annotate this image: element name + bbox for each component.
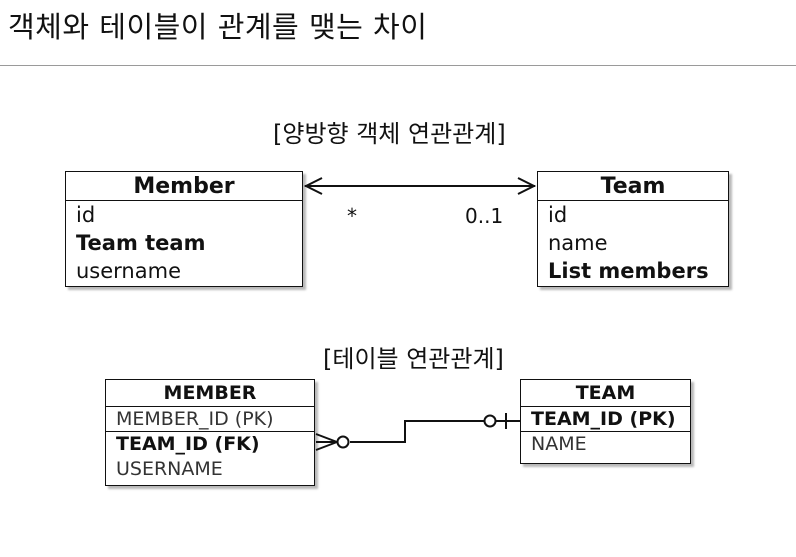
team-column-name: NAME (531, 433, 587, 455)
title-divider (0, 65, 796, 66)
member-class-name: Member (66, 172, 302, 201)
team-field-id: id (548, 203, 568, 227)
team-table-name: TEAM (521, 380, 690, 407)
zero-circle-icon (336, 435, 350, 449)
member-table-name: MEMBER (106, 380, 314, 407)
bidirectional-association-arrow (303, 177, 537, 195)
page-title: 객체와 테이블이 관계를 맺는 차이 (8, 10, 428, 44)
team-field-members: List members (548, 259, 709, 283)
member-field-id: id (76, 203, 96, 227)
member-class-box: Member id Team team username (65, 171, 303, 287)
member-field-username: username (76, 259, 181, 283)
object-section-caption: [양방향 객체 연관관계] (273, 120, 506, 148)
member-column-member-id: MEMBER_ID (PK) (106, 407, 314, 432)
team-class-box: Team id name List members (537, 171, 729, 287)
member-column-team-id: TEAM_ID (FK) (116, 433, 260, 455)
member-table-box: MEMBER MEMBER_ID (PK) TEAM_ID (FK) USERN… (105, 379, 315, 486)
team-side-multiplicity: 0..1 (465, 204, 504, 228)
zero-circle-icon-team (483, 414, 497, 428)
crows-foot-icon (315, 433, 338, 443)
member-side-multiplicity: * (347, 204, 357, 228)
team-table-box: TEAM TEAM_ID (PK) NAME (520, 379, 691, 464)
team-column-team-id: TEAM_ID (PK) (521, 407, 690, 432)
team-class-name: Team (538, 172, 728, 201)
team-field-name: name (548, 231, 608, 255)
member-column-username: USERNAME (116, 458, 223, 480)
member-field-team: Team team (76, 231, 206, 255)
table-section-caption: [테이블 연관관계] (323, 345, 504, 373)
table-relationship-line (315, 413, 520, 451)
